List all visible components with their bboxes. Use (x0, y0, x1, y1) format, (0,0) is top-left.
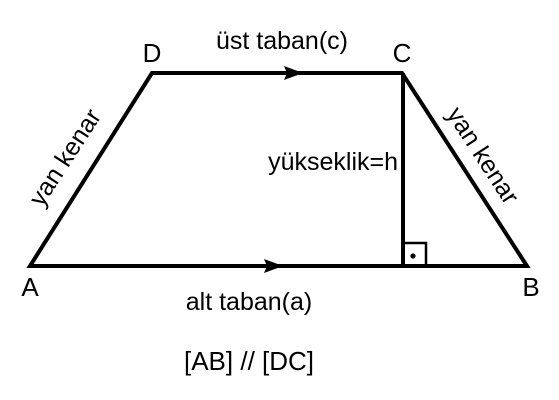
left-leg-label: yan kenar (24, 104, 107, 211)
right-angle-marker (401, 241, 428, 268)
top-base-label: üst taban(c) (216, 27, 348, 55)
right-angle-dot (410, 253, 416, 259)
bottom-base-arrow-icon (264, 259, 283, 273)
parallel-note: [AB] // [DC] (184, 346, 314, 376)
top-base-arrow-icon (284, 66, 303, 80)
bottom-base-label: alt taban(a) (186, 288, 312, 316)
height-label: yükseklik=h (268, 148, 398, 176)
vertex-label-d: D (143, 38, 162, 68)
vertex-label-c: C (393, 38, 412, 68)
vertex-label-a: A (21, 272, 39, 302)
vertex-label-b: B (522, 272, 539, 302)
